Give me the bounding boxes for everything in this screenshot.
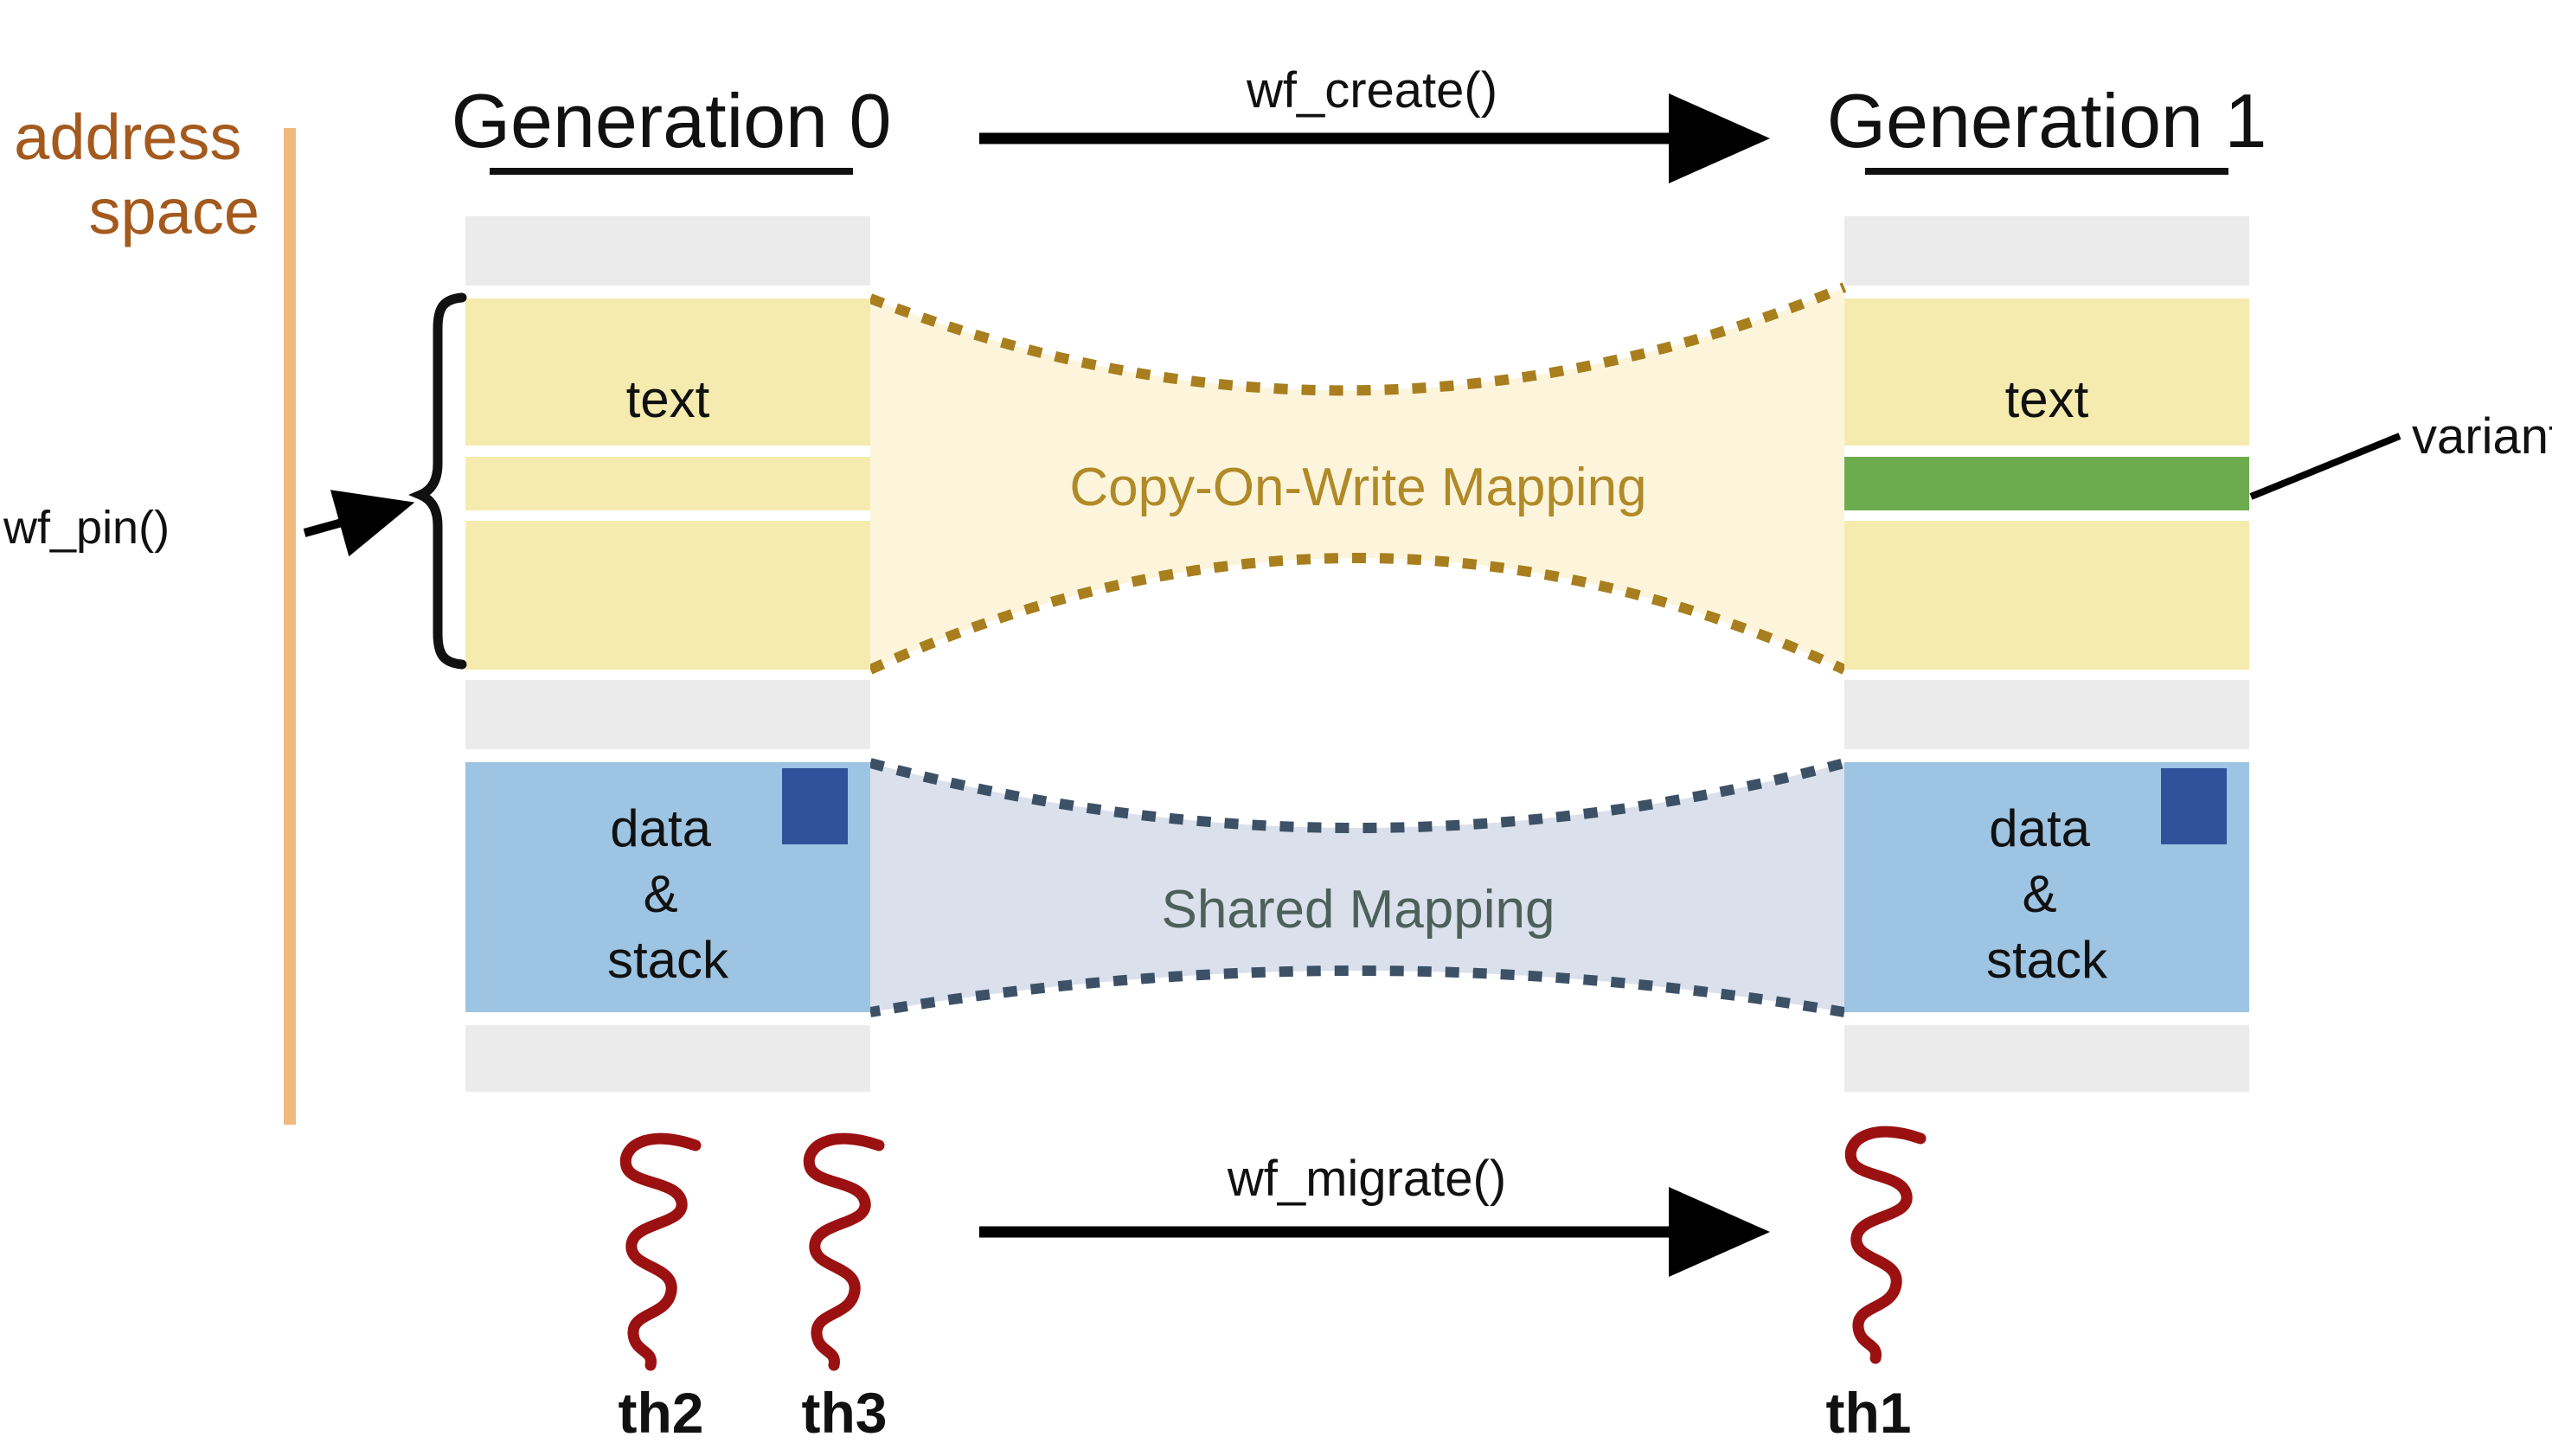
address-space-label: address space (14, 101, 260, 247)
gen0-mid-yellow-segment (465, 521, 870, 670)
variant-callout-line (2249, 433, 2401, 500)
wf-pin-arrow (303, 490, 415, 557)
gen1-data-line: data (1989, 799, 2090, 857)
gen0-darkblue-square (782, 768, 848, 844)
shared-mapping-bottom-dashed-border (869, 965, 1846, 1017)
gen1-gray-segment-middle (1844, 680, 2249, 749)
gen1-data-stack-label: data & stack (1986, 799, 2108, 989)
address-space-line2: space (89, 176, 260, 247)
gen1-gray-segment-bottom (1844, 1025, 2249, 1092)
gen0-gray-segment-top (465, 216, 870, 285)
gen0-text-segment (465, 298, 870, 446)
gen1-mid-yellow-segment (1844, 521, 2249, 670)
wf-migrate-label: wf_migrate() (1227, 1151, 1506, 1207)
thread-th3-squiggle-icon (809, 1139, 879, 1365)
gen0-gray-segment-bottom (465, 1025, 870, 1092)
gen1-text-segment (1844, 298, 2249, 446)
wf-create-label: wf_create() (1246, 62, 1497, 119)
gen0-text-segment-label: text (626, 370, 710, 428)
thread-th3-label: th3 (802, 1381, 888, 1445)
shared-mapping-top-dashed-border (869, 758, 1846, 833)
gen1-variant-green-segment (1844, 457, 2249, 510)
thread-th2-label: th2 (619, 1381, 704, 1445)
gen1-darkblue-square (2161, 768, 2227, 844)
gen1-gray-segment-top (1844, 216, 2249, 285)
pinned-region-brace (408, 292, 467, 670)
cow-mapping-label: Copy-On-Write Mapping (1069, 458, 1646, 517)
cow-mapping-region (870, 287, 1844, 670)
thread-th1-squiggle-icon (1850, 1132, 1920, 1358)
cow-mapping-top-dashed-border (868, 282, 1847, 396)
variant-label: variant (2412, 408, 2552, 465)
gen1-text-segment-label: text (2005, 370, 2089, 428)
thread-th2-squiggle-icon (625, 1139, 696, 1365)
generation-0-heading: Generation 0 (452, 78, 892, 164)
generation-1-heading: Generation 1 (1827, 78, 2267, 164)
thread-th1-label: th1 (1826, 1381, 1912, 1445)
gen0-stack-line: stack (607, 931, 729, 989)
wf-pin-label: wf_pin() (3, 502, 170, 554)
gen1-stack-line: stack (1986, 931, 2108, 989)
generation-1-column: text data & stack (1844, 216, 2249, 1092)
gen0-thin-yellow-segment (465, 457, 870, 510)
gen0-data-stack-label: data & stack (607, 799, 729, 989)
gen0-gray-segment-middle (465, 680, 870, 749)
shared-mapping-region (870, 763, 1844, 1012)
generation-0-column: text data & stack (465, 216, 870, 1092)
gen0-data-line: data (610, 799, 711, 857)
gen1-amp-line: & (2023, 865, 2057, 923)
shared-mapping-label: Shared Mapping (1162, 880, 1555, 940)
address-space-line1: address (14, 101, 241, 173)
gen0-amp-line: & (644, 865, 678, 923)
cow-mapping-bottom-dashed-border (868, 553, 1847, 675)
